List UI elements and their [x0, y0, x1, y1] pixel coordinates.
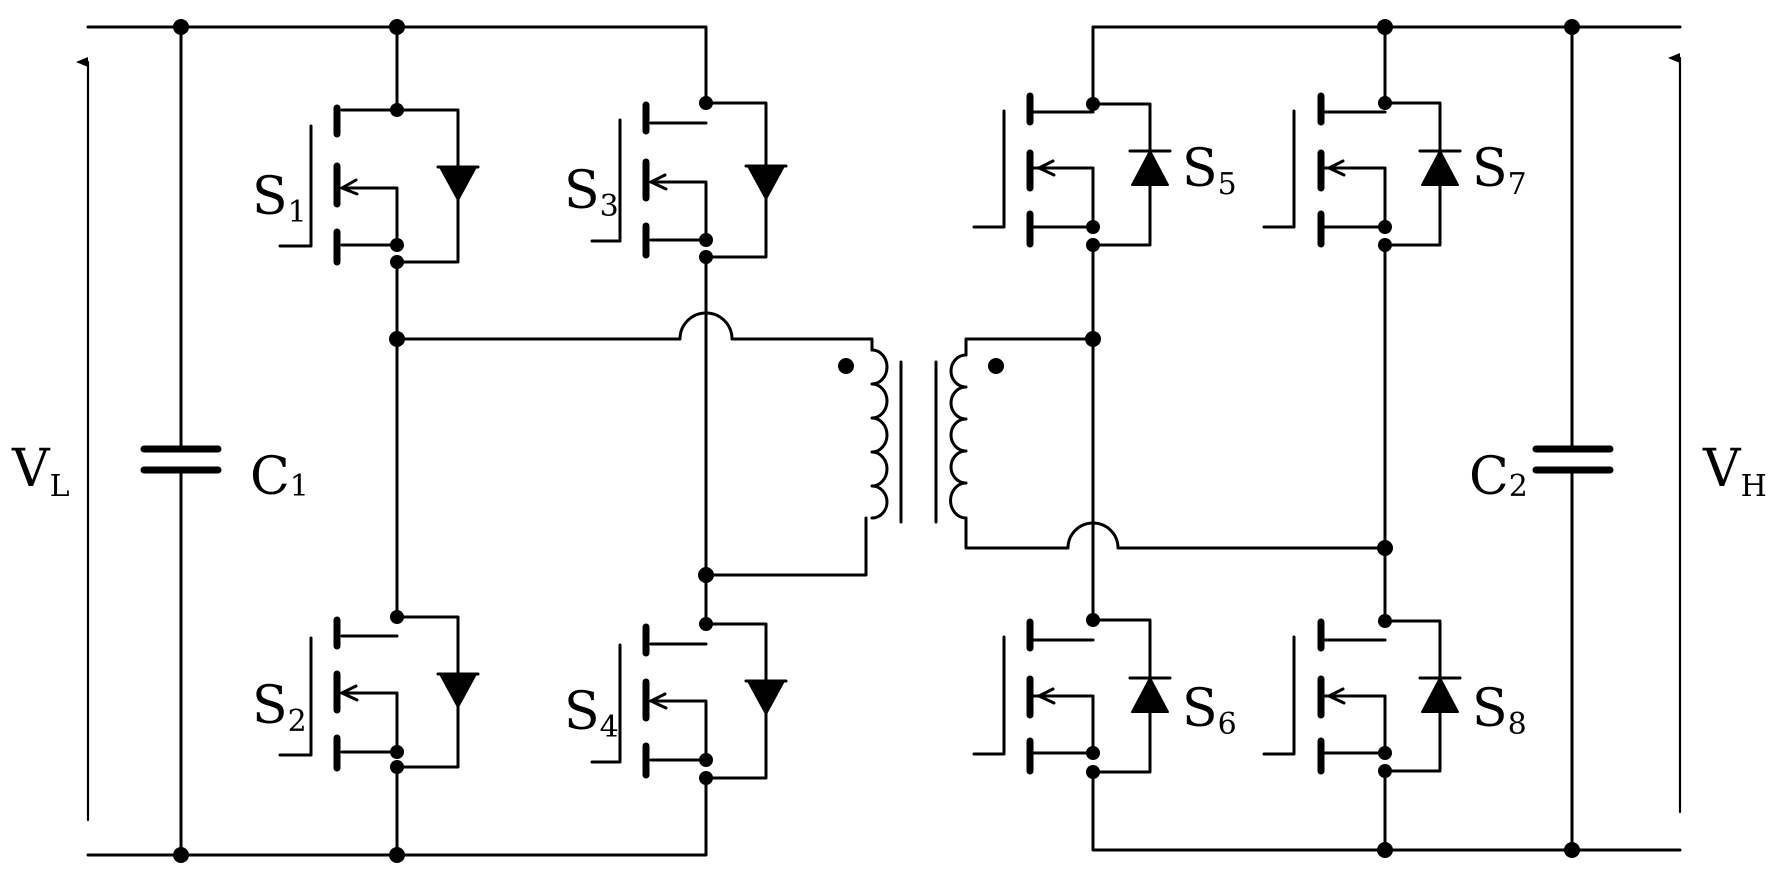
- label-s1: S1: [252, 167, 307, 230]
- mosfet-s8: [1262, 618, 1462, 775]
- high-side-rails: [1091, 25, 1682, 852]
- label-c1: C1: [250, 447, 309, 507]
- label-s3: S3: [564, 161, 619, 224]
- primary-polarity-dot: [838, 358, 854, 374]
- label-s6: S6: [1182, 679, 1237, 742]
- leg-d-wiring: [964, 25, 1387, 852]
- leg-b-wiring: [704, 255, 868, 626]
- mosfet-s5: [972, 92, 1172, 248]
- junction-dots: [173, 19, 1580, 863]
- mosfet-s4: [590, 622, 788, 780]
- label-s5: S5: [1182, 139, 1237, 202]
- label-s7: S7: [1472, 139, 1527, 202]
- mosfet-s7: [1262, 92, 1462, 248]
- label-c2: C2: [1469, 447, 1528, 507]
- low-side-rails: [86, 25, 708, 857]
- leg-c-wiring: [964, 243, 1095, 622]
- label-vl: VL: [11, 439, 70, 504]
- label-s2: S2: [252, 676, 307, 739]
- transformer: [838, 348, 1004, 524]
- label-s4: S4: [564, 682, 619, 745]
- capacitor-c2: [1532, 25, 1614, 852]
- label-vh: VH: [1702, 439, 1767, 504]
- label-s8: S8: [1472, 679, 1527, 742]
- mosfet-s2: [278, 615, 480, 772]
- leg-a-wiring: [395, 25, 874, 857]
- mosfet-s6: [972, 618, 1172, 775]
- capacitor-c1: [140, 25, 222, 857]
- mosfet-s3: [590, 101, 788, 259]
- secondary-polarity-dot: [988, 358, 1004, 374]
- mosfet-s1: [278, 104, 480, 266]
